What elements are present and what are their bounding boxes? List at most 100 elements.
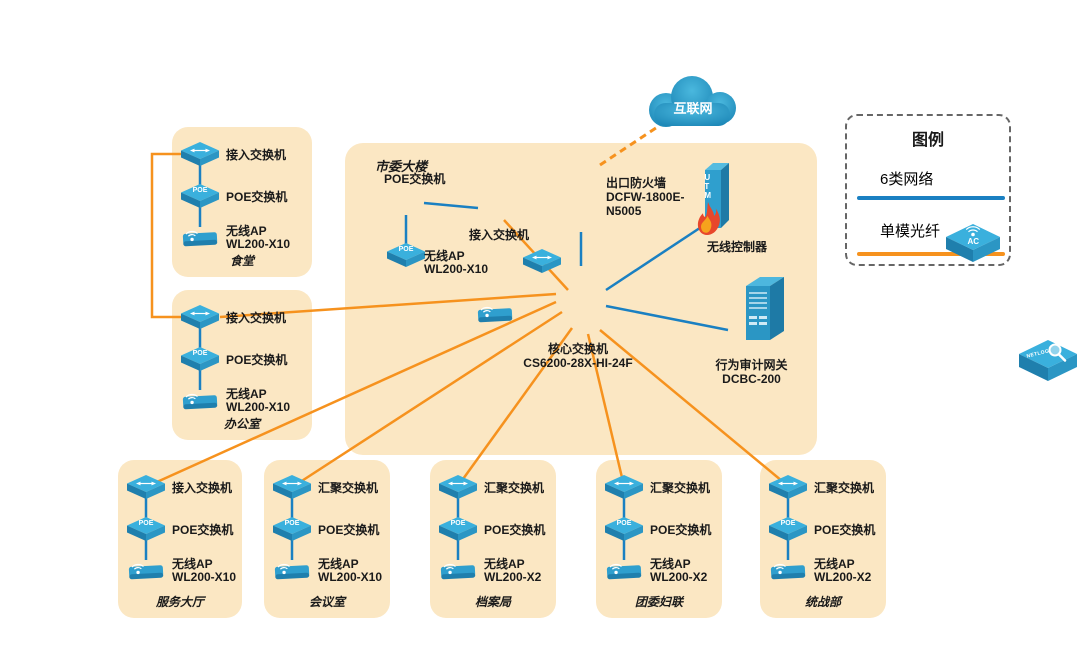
poe-icon-text: POE [780, 520, 796, 527]
wireless-ap-icon [272, 559, 312, 583]
access-switch-icon [180, 141, 220, 167]
access-switch-icon [180, 304, 220, 330]
switch-label: 接入交换机 [172, 480, 233, 495]
wireless-ap-icon [180, 389, 220, 413]
device-row: 汇聚交换机 [430, 466, 556, 508]
cloud-icon [634, 76, 752, 138]
ap-model: WL200-X2 [650, 570, 708, 584]
poe-label: POE交换机 [172, 522, 234, 537]
group-name: 食堂 [229, 254, 254, 268]
wireless-ap-icon [475, 302, 515, 326]
wireless-ap-icon [604, 559, 644, 583]
group-name: 会议室 [308, 595, 345, 609]
internet-label: 互联网 [673, 101, 713, 116]
audit-gateway-label: 行为审计网关 DCBC-200 [704, 358, 799, 386]
wireless-ap-icon [126, 559, 166, 583]
ap-label: 无线AP [424, 249, 465, 263]
poe-switch-icon: POE [180, 346, 220, 372]
poe-switch-icon: POE [438, 516, 478, 542]
core-switch-label: 核心交换机 CS6200-28X-HI-24F [503, 342, 653, 370]
poe-switch-icon: POE [272, 516, 312, 542]
group-name: 办公室 [223, 417, 260, 431]
core-name: 核心交换机 [547, 342, 608, 356]
device-row: POE POE交换机 [172, 338, 312, 380]
device-row: 接入交换机 [172, 296, 312, 338]
poe-label: POE交换机 [226, 352, 288, 367]
firewall-icon: UTM [693, 158, 735, 236]
device-row: 接入交换机 [118, 466, 242, 508]
wireless-controller-label: 无线控制器 [706, 240, 767, 254]
ac-icon-text: AC [967, 237, 980, 246]
device-row: 汇聚交换机 [760, 466, 886, 508]
legend: 图例 6类网络 单模光纤 [845, 114, 1011, 266]
ap-label: 无线AP [650, 557, 691, 571]
aggregation-switch-icon [604, 474, 644, 500]
firewall-model-2: N5005 [606, 204, 642, 218]
ap-label: 无线AP [484, 557, 525, 571]
poe-label: POE交换机 [226, 189, 288, 204]
netlog-name: 行为审计网关 [715, 358, 788, 372]
building-ap-label: 无线AP WL200-X10 [424, 250, 488, 276]
device-row: POE POE交换机 [264, 508, 390, 550]
poe-label: POE交换机 [318, 522, 380, 537]
poe-icon-text: POE [284, 520, 300, 527]
building-poe-label: POE交换机 [384, 172, 446, 186]
device-row: 汇聚交换机 [264, 466, 390, 508]
core-model: CS6200-28X-HI-24F [523, 356, 633, 370]
firewall-model-1: DCFW-1800E- [606, 190, 685, 204]
legend-label-cat6: 6类网络 [880, 171, 934, 188]
utm-icon-text: UTM [704, 173, 713, 200]
group-name: 服务大厅 [155, 595, 204, 609]
poe-switch-icon: POE [604, 516, 644, 542]
ap-model: WL200-X10 [172, 570, 237, 584]
core-switch-icon [736, 274, 788, 342]
building-access-label: 接入交换机 [468, 228, 529, 242]
device-row: POE POE交换机 [430, 508, 556, 550]
device-row: POE POE交换机 [172, 175, 312, 217]
group-name: 档案局 [474, 595, 511, 609]
ap-label: 无线AP [318, 557, 359, 571]
device-row: 汇聚交换机 [596, 466, 722, 508]
poe-icon-text: POE [616, 520, 632, 527]
ap-model: WL200-X2 [484, 570, 542, 584]
poe-icon-text: POE [192, 187, 208, 194]
netlog-model: DCBC-200 [722, 372, 781, 386]
legend-line-cat6 [857, 196, 1005, 200]
device-row: 接入交换机 [172, 133, 312, 175]
switch-label: 汇聚交换机 [650, 480, 711, 495]
wireless-ap-icon [768, 559, 808, 583]
ap-label: 无线AP [814, 557, 855, 571]
ap-model: WL200-X10 [318, 570, 383, 584]
switch-label: 汇聚交换机 [484, 480, 545, 495]
legend-title: 图例 [911, 132, 944, 149]
poe-icon-text: POE [450, 520, 466, 527]
switch-label: 汇聚交换机 [318, 480, 379, 495]
poe-icon-text: POE [192, 350, 208, 357]
wireless-controller-icon: AC [944, 222, 1002, 266]
ap-model: WL200-X10 [226, 237, 291, 251]
wireless-ap-icon [438, 559, 478, 583]
group-name: 团委妇联 [634, 595, 683, 609]
ap-model: WL200-X2 [814, 570, 872, 584]
ap-label: 无线AP [226, 224, 267, 238]
switch-label: 接入交换机 [226, 310, 287, 325]
ap-model: WL200-X10 [226, 400, 291, 414]
aggregation-switch-icon [438, 474, 478, 500]
ap-model: WL200-X10 [424, 262, 489, 276]
